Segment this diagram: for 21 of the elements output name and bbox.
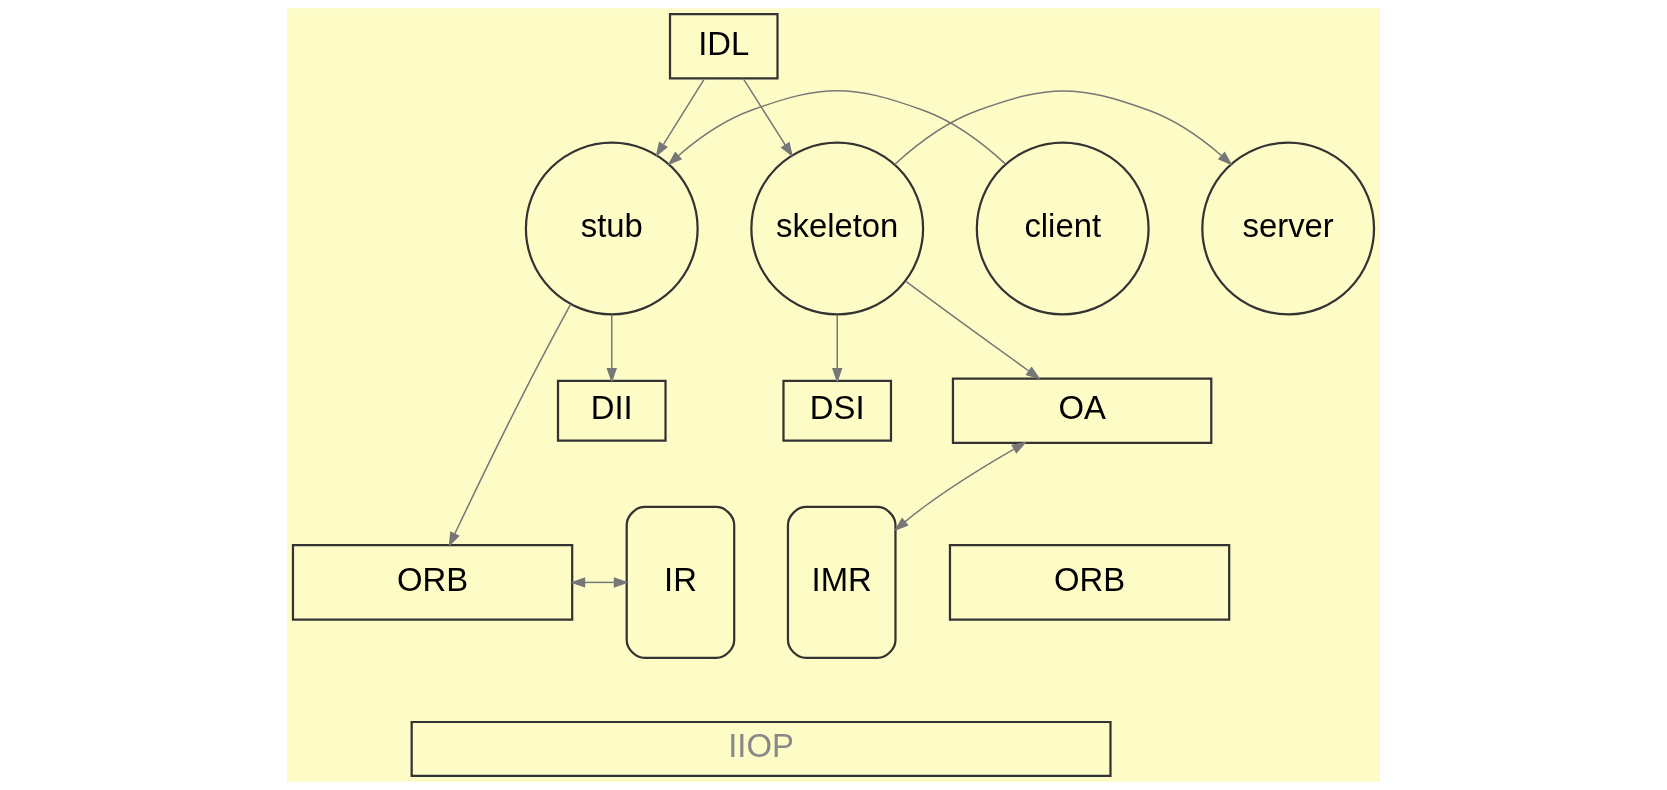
arrow: [742, 77, 794, 158]
arrow: [606, 314, 617, 383]
node-box: OA: [951, 377, 1213, 444]
arrow: [832, 314, 843, 383]
node-box: IR: [625, 505, 736, 659]
arrow: [904, 280, 1041, 380]
arrow: [667, 89, 1007, 166]
node-box: IDL: [668, 13, 779, 80]
arrow: [448, 303, 572, 547]
node-box: IMR: [786, 505, 897, 659]
node-circle: client: [975, 141, 1150, 316]
node-box: DSI: [782, 379, 893, 442]
node-box: IIOP: [410, 720, 1112, 777]
node-box: ORB: [948, 543, 1231, 621]
arrow: [570, 577, 629, 588]
node-box: DII: [556, 379, 667, 442]
node-box: ORB: [291, 543, 574, 621]
arrow: [655, 77, 706, 157]
arrow: [893, 90, 1233, 166]
node-circle: server: [1201, 141, 1376, 316]
arrow: [893, 441, 1027, 532]
